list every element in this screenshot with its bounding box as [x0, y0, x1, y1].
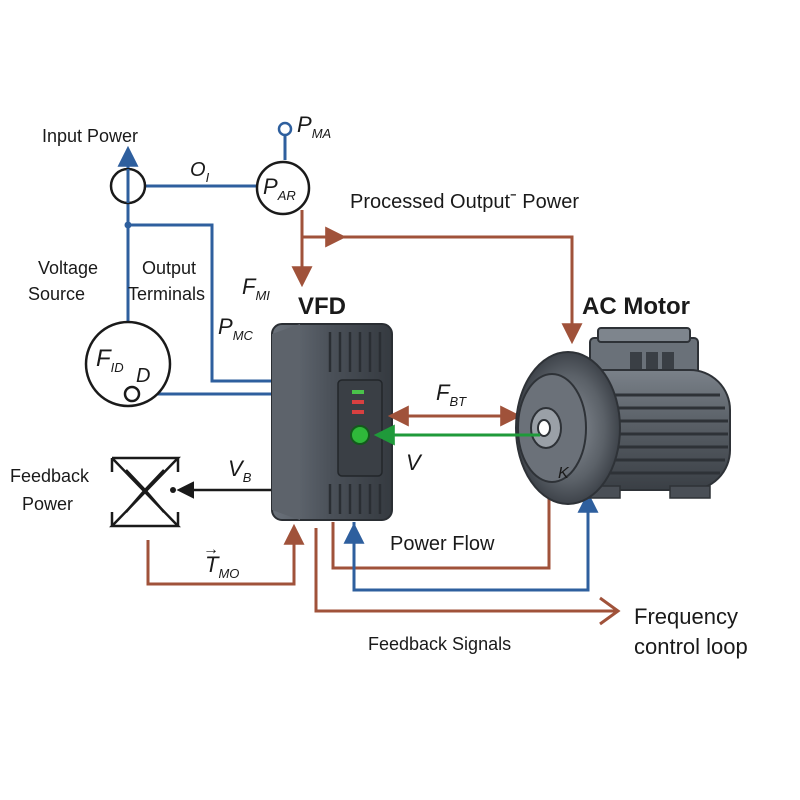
- input-power-terminal: [109, 145, 147, 205]
- k-label: K: [558, 465, 570, 482]
- fbt-label: FBT: [436, 380, 467, 409]
- voltage-source-label-line2: Source: [28, 284, 85, 304]
- input-power-label: Input Power: [42, 126, 138, 146]
- vfd-drive-icon: [271, 323, 393, 521]
- pma-terminal: [277, 121, 293, 137]
- v-label: V: [406, 450, 423, 475]
- power-flow-label: Power Flow: [390, 533, 495, 555]
- wire-junction-dot: [124, 221, 132, 229]
- d-label: D: [136, 365, 150, 387]
- feedback-power-label-line2: Power: [22, 494, 73, 514]
- output-terminals-label-line1: Output: [142, 258, 196, 278]
- processed-output-power-label: Processed Outputˉ Power: [350, 191, 579, 213]
- ac-motor-icon: [515, 327, 731, 505]
- d-terminal: [123, 385, 141, 403]
- frequency-loop-arrowhead: [599, 596, 621, 626]
- vfd-title: VFD: [298, 293, 346, 320]
- blue-feedback-wiring: [343, 491, 599, 592]
- fid-label: FID: [96, 345, 124, 375]
- pma-label: PMA: [297, 112, 331, 141]
- frequency-control-loop-label-line2: control loop: [634, 634, 748, 659]
- ac-motor-title: AC Motor: [582, 293, 690, 320]
- fmi-label: FMI: [242, 274, 270, 303]
- bowtie-node-dot: [170, 487, 176, 493]
- tmo-label: TMO: [205, 552, 239, 581]
- frequency-control-loop-label-line1: Frequency: [634, 604, 738, 629]
- brown-power-wiring: [146, 210, 616, 613]
- par-label: PAR: [263, 174, 296, 203]
- vb-label: VB: [228, 456, 252, 485]
- bowtie-feedback-icon: [109, 456, 181, 528]
- oi-label: OI: [190, 159, 210, 185]
- fid-node: [84, 320, 172, 408]
- feedback-signals-label: Feedback Signals: [368, 634, 511, 654]
- pmc-label: PMC: [218, 314, 254, 343]
- voltage-source-label-line1: Voltage: [38, 258, 98, 278]
- tmo-vector-arrow: →: [203, 541, 219, 558]
- output-terminals-label-line2: Terminals: [128, 284, 205, 304]
- par-node: [255, 160, 311, 216]
- feedback-power-label-line1: Feedback: [10, 466, 90, 486]
